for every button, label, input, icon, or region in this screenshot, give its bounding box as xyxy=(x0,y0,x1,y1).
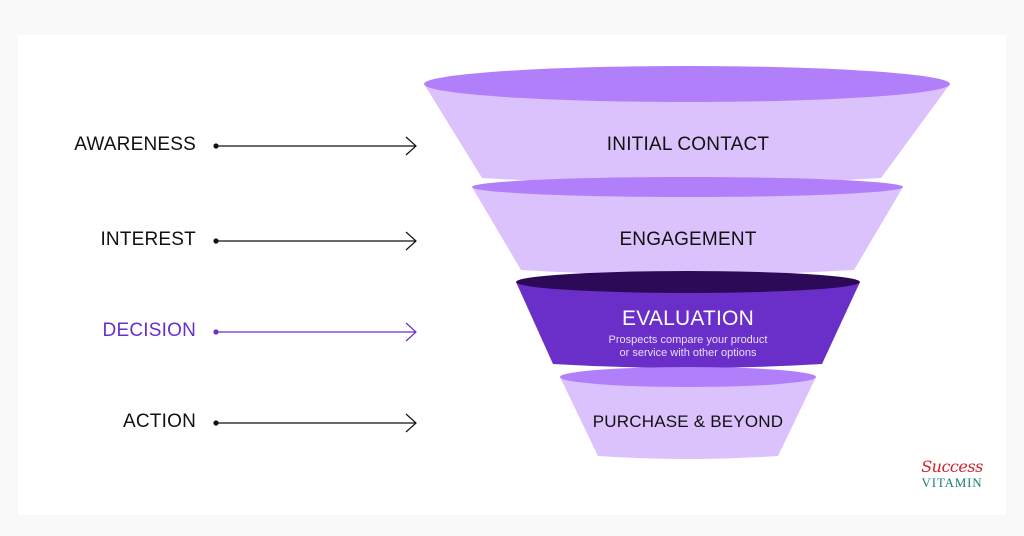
tier-body xyxy=(472,187,903,275)
arrow-right-icon xyxy=(213,136,417,156)
funnel-tier-evaluation xyxy=(516,271,860,368)
tier-title: ENGAGEMENT xyxy=(619,229,757,250)
stage-label: DECISION xyxy=(102,320,196,341)
stage-row-interest: INTEREST xyxy=(0,228,420,252)
tier-top xyxy=(472,177,903,197)
tier-top xyxy=(424,66,950,102)
funnel-tier-initial-contact xyxy=(424,66,950,184)
funnel-tier-engagement xyxy=(472,177,903,275)
tier-description-line: Prospects compare your product xyxy=(608,334,768,346)
tier-body xyxy=(424,84,950,184)
tier-body xyxy=(560,377,816,459)
logo-script-text: Success xyxy=(921,457,983,476)
tier-title: PURCHASE & BEYOND xyxy=(592,412,784,431)
tier-top xyxy=(560,367,816,387)
tier-engagement-text: ENGAGEMENT xyxy=(619,229,756,251)
tier-title: INITIAL CONTACT xyxy=(606,134,770,155)
stage-label: ACTION xyxy=(123,411,196,432)
tier-description-line: or service with other options xyxy=(619,347,757,359)
tier-title: EVALUATION xyxy=(622,307,754,330)
arrow-right-icon xyxy=(213,231,417,251)
stage-row-action: ACTION xyxy=(0,410,420,434)
tier-purchase-text: PURCHASE & BEYOND xyxy=(593,412,783,432)
stage-row-decision: DECISION xyxy=(0,319,420,343)
tier-top xyxy=(516,271,860,293)
tier-initial-contact-text: INITIAL CONTACT xyxy=(607,134,769,156)
tier-body xyxy=(516,282,860,368)
arrow-right-icon xyxy=(213,413,417,433)
funnel-tier-purchase xyxy=(560,367,816,459)
arrow-right-icon xyxy=(213,322,417,342)
logo-word-text: VITAMIN xyxy=(921,475,983,490)
tier-evaluation-text: EVALUATION Prospects compare your produc… xyxy=(609,307,768,360)
stage-label: AWARENESS xyxy=(74,134,196,155)
brand-logo: Success VITAMIN xyxy=(912,458,992,490)
stage-row-awareness: AWARENESS xyxy=(0,133,420,157)
stage-label: INTEREST xyxy=(100,229,196,250)
